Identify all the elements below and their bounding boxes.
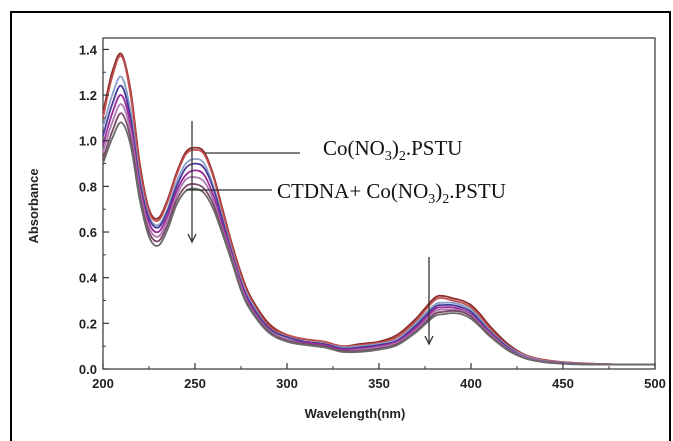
series-line-4 [102,84,655,366]
annotation-ctdna-rest: ) [435,179,442,203]
x-tick-label: 250 [184,376,206,391]
x-axis-title: Wavelength(nm) [305,406,406,421]
series-line-2 [102,54,655,366]
annotation-ctdna-main: CTDNA+ Co(NO [277,179,428,203]
annotation-ctdna-co-pstu: CTDNA+ Co(NO3)2.PSTU [277,179,506,207]
x-tick-label: 200 [92,376,114,391]
x-tick-label: 450 [552,376,574,391]
arrows-layer [186,121,434,346]
y-tick-label: 0.0 [79,362,97,377]
series-line-3 [102,75,655,366]
series-line-8 [102,121,655,366]
y-tick-label: 1.0 [79,134,97,149]
annotation-co-pstu-main: Co(NO [323,136,385,160]
figure-frame [10,11,671,441]
absorbance-chart: 200 250 300 350 400 450 500 0.0 0.2 0.4 0.6 0.8 1.0 1… [26,37,666,421]
plot-area [102,37,656,370]
y-axis-title: Absorbance [26,168,41,243]
annotation-ctdna-sub2: 2 [442,192,449,207]
y-tick-label: 1.4 [79,42,98,57]
y-tick-label: 0.8 [79,179,97,194]
annotation-co-pstu-sub2: 2 [399,149,406,164]
x-tick-label: 400 [460,376,482,391]
tick-layer: 200 250 300 350 400 450 500 0.0 0.2 0.4 0.6 0.8 1.0 1… [79,42,666,391]
annotation-ctdna-tail: .PSTU [449,179,506,203]
annotation-co-pstu-tail: .PSTU [406,136,463,160]
y-tick-label: 1.2 [79,88,97,103]
x-tick-label: 350 [368,376,390,391]
y-tick-label: 0.2 [79,316,97,331]
plot-border [102,37,656,370]
annotation-co-pstu-rest: ) [392,136,399,160]
x-tick-label: 300 [276,376,298,391]
annotation-co-pstu-sub: 3 [385,149,392,164]
arrow-250nm-head [187,233,197,244]
annotation-ctdna-sub: 3 [428,192,435,207]
y-tick-label: 0.4 [79,271,98,286]
arrow-390nm-head [424,335,434,346]
annotation-co-pstu: Co(NO3)2.PSTU [323,136,462,164]
x-tick-label: 500 [644,376,666,391]
y-tick-label: 0.6 [79,225,97,240]
series-line-1 [102,52,655,366]
series-layer [102,52,655,366]
